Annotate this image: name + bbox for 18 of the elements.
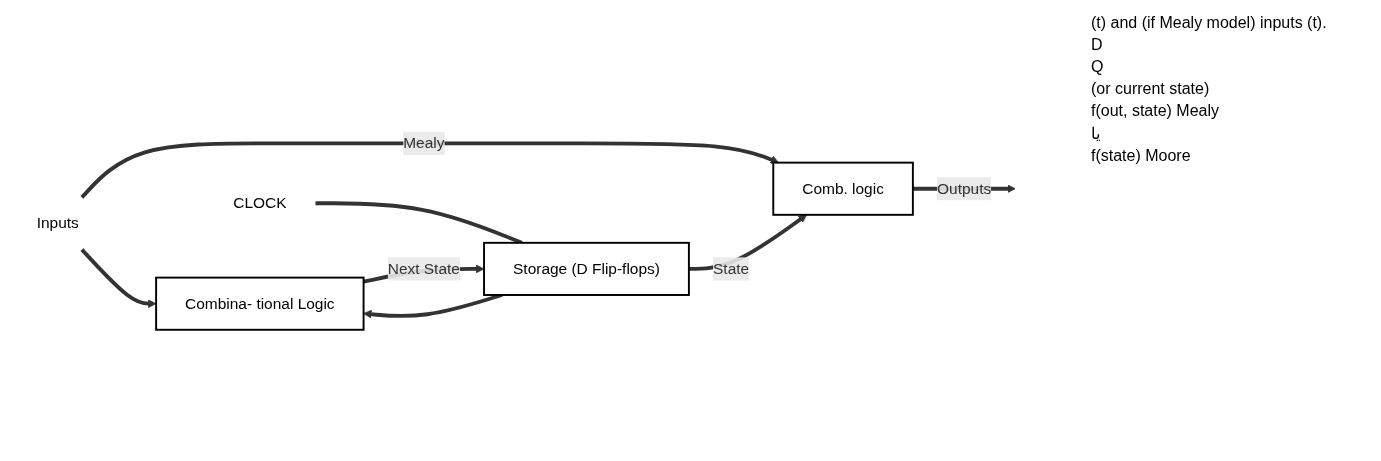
note-text: D bbox=[1091, 36, 1104, 54]
edge-label: State bbox=[713, 259, 750, 277]
node-box: Combina- tional Logic bbox=[155, 276, 365, 331]
note-text: (t) and (if Mealy model) inputs (t). bbox=[1091, 14, 1328, 32]
node-text: CLOCK bbox=[233, 194, 287, 211]
note-text: یا bbox=[1091, 124, 1101, 143]
edge-label: Outputs bbox=[937, 179, 992, 197]
arrow bbox=[80, 141, 780, 199]
note-text: (or current state) bbox=[1091, 80, 1211, 98]
note-text: Q bbox=[1091, 58, 1105, 76]
node-box: Comb. logic bbox=[772, 161, 914, 216]
note-text: f(state) Moore bbox=[1091, 147, 1192, 165]
node-box: Storage (D Flip-flops) bbox=[483, 241, 690, 296]
node-text: Inputs bbox=[36, 214, 79, 231]
edge-label: Next State bbox=[387, 259, 460, 277]
arrow bbox=[80, 248, 157, 308]
note-text: f(out, state) Mealy bbox=[1091, 102, 1221, 120]
edge-label: Mealy bbox=[403, 134, 445, 151]
